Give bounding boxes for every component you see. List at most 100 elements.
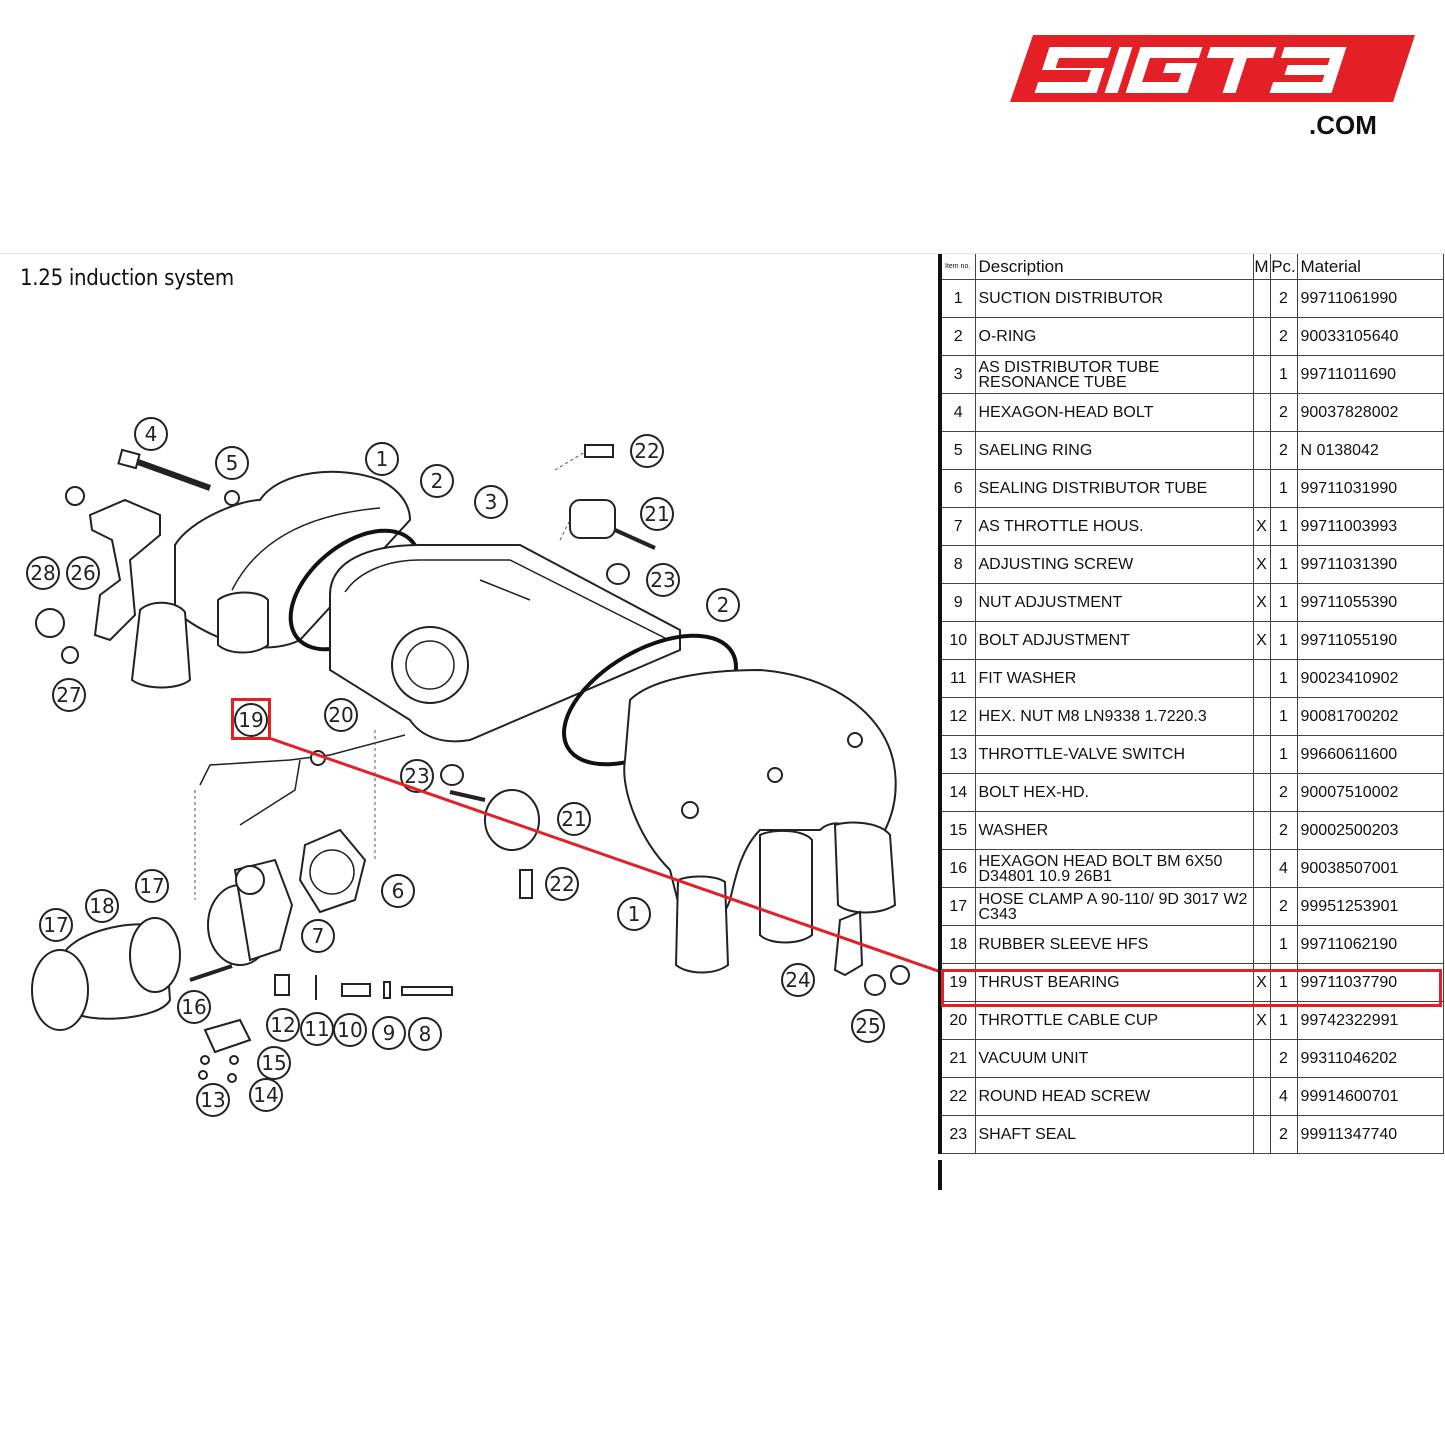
- cell-description: RUBBER SLEEVE HFS: [974, 925, 1254, 964]
- cell-m: [1252, 849, 1271, 888]
- svg-text:27: 27: [56, 683, 81, 707]
- cell-m: [1252, 279, 1271, 318]
- cell-m: [1252, 697, 1271, 736]
- svg-text:22: 22: [634, 439, 659, 463]
- cell-description: THROTTLE-VALVE SWITCH: [974, 735, 1254, 774]
- cell-description: ROUND HEAD SCREW: [974, 1077, 1254, 1116]
- callout-25: 25: [851, 1009, 885, 1043]
- cell-pc: 1: [1269, 545, 1298, 584]
- callout-8: 8: [408, 1017, 442, 1051]
- svg-text:20: 20: [328, 703, 353, 727]
- callout-28: 28: [26, 556, 60, 590]
- o-ring-right: [562, 633, 738, 767]
- highlight-row-box: [941, 969, 1442, 1007]
- throttle-cable: [199, 734, 406, 786]
- cell-item-no: 4: [938, 393, 976, 432]
- cell-description: BOLT HEX-HD.: [974, 773, 1254, 812]
- highlight-connector: [268, 736, 942, 974]
- cell-item-no: 9: [938, 583, 976, 622]
- table-header-row: Item no. Description M Pc. Material: [938, 254, 1444, 280]
- cell-material: 99311046202: [1296, 1039, 1444, 1078]
- cell-m: [1252, 773, 1271, 812]
- cell-material: 99711062190: [1296, 925, 1444, 964]
- cell-material: 90081700202: [1296, 697, 1444, 736]
- bolt-16: [189, 964, 233, 982]
- table-left-rule: [938, 1160, 942, 1190]
- cell-description: BOLT ADJUSTMENT: [974, 621, 1254, 660]
- brand-logo: .COM: [1010, 35, 1415, 140]
- svg-text:2: 2: [431, 469, 444, 493]
- callout-23b: 23: [400, 759, 434, 793]
- svg-text:18: 18: [89, 894, 114, 918]
- cell-item-no: 11: [938, 659, 976, 698]
- cell-pc: 1: [1269, 583, 1298, 622]
- sealing-ring: [224, 490, 240, 506]
- callout-4: 4: [134, 417, 168, 451]
- cell-description: HEX. NUT M8 LN9338 1.7220.3: [974, 697, 1254, 736]
- cell-pc: 2: [1269, 317, 1298, 356]
- cell-pc: 4: [1269, 849, 1298, 888]
- cell-item-no: 17: [938, 887, 976, 926]
- cell-pc: 1: [1269, 469, 1298, 508]
- shaft-seal-lower: [440, 764, 464, 786]
- callout-17a: 17: [39, 908, 73, 942]
- svg-text:10: 10: [337, 1018, 362, 1042]
- cell-material: 99911347740: [1296, 1115, 1444, 1154]
- cell-pc: 2: [1269, 1039, 1298, 1078]
- bracket-right: [833, 910, 864, 977]
- callout-2b: 2: [706, 588, 740, 622]
- callout-20: 20: [324, 698, 358, 732]
- col-m: M: [1252, 254, 1271, 280]
- hose-clamp-left: [31, 949, 89, 1031]
- col-description: Description: [974, 254, 1254, 280]
- cell-item-no: 20: [938, 1001, 976, 1040]
- cell-m: [1252, 1077, 1271, 1116]
- callout-15: 15: [257, 1046, 291, 1080]
- cell-m: [1252, 355, 1271, 394]
- cell-item-no: 15: [938, 811, 976, 850]
- section-title: 1.25 induction system: [20, 266, 234, 291]
- bolt-25-a: [864, 974, 886, 996]
- cell-item-no: 12: [938, 697, 976, 736]
- bolt-adjustment: [341, 983, 371, 997]
- cell-m: X: [1252, 545, 1271, 584]
- svg-text:8: 8: [419, 1022, 432, 1046]
- cell-pc: 2: [1269, 1115, 1298, 1154]
- cell-item-no: 22: [938, 1077, 976, 1116]
- cell-item-no: 1: [938, 279, 976, 318]
- flange-bore: [405, 640, 455, 690]
- cell-material: N 0138042: [1296, 431, 1444, 470]
- cell-m: [1252, 317, 1271, 356]
- cell-pc: 2: [1269, 811, 1298, 850]
- cell-material: 99951253901: [1296, 887, 1444, 926]
- header-divider: [0, 253, 1445, 254]
- shaft-seal-upper: [606, 563, 630, 585]
- highlight-callout-box: [231, 698, 271, 740]
- cell-description: WASHER: [974, 811, 1254, 850]
- cell-item-no: 5: [938, 431, 976, 470]
- cell-description: THROTTLE CABLE CUP: [974, 1001, 1254, 1040]
- bolt-25-b: [890, 965, 910, 985]
- cell-material: 99711061990: [1296, 279, 1444, 318]
- callout-14: 14: [249, 1078, 283, 1112]
- svg-text:11: 11: [304, 1017, 329, 1041]
- cell-m: X: [1252, 583, 1271, 622]
- callout-26: 26: [66, 556, 100, 590]
- callout-9: 9: [372, 1016, 406, 1050]
- cell-pc: 2: [1269, 887, 1298, 926]
- callout-16: 16: [177, 990, 211, 1024]
- cell-m: [1252, 659, 1271, 698]
- cell-material: 99711031390: [1296, 545, 1444, 584]
- svg-text:1: 1: [628, 902, 641, 926]
